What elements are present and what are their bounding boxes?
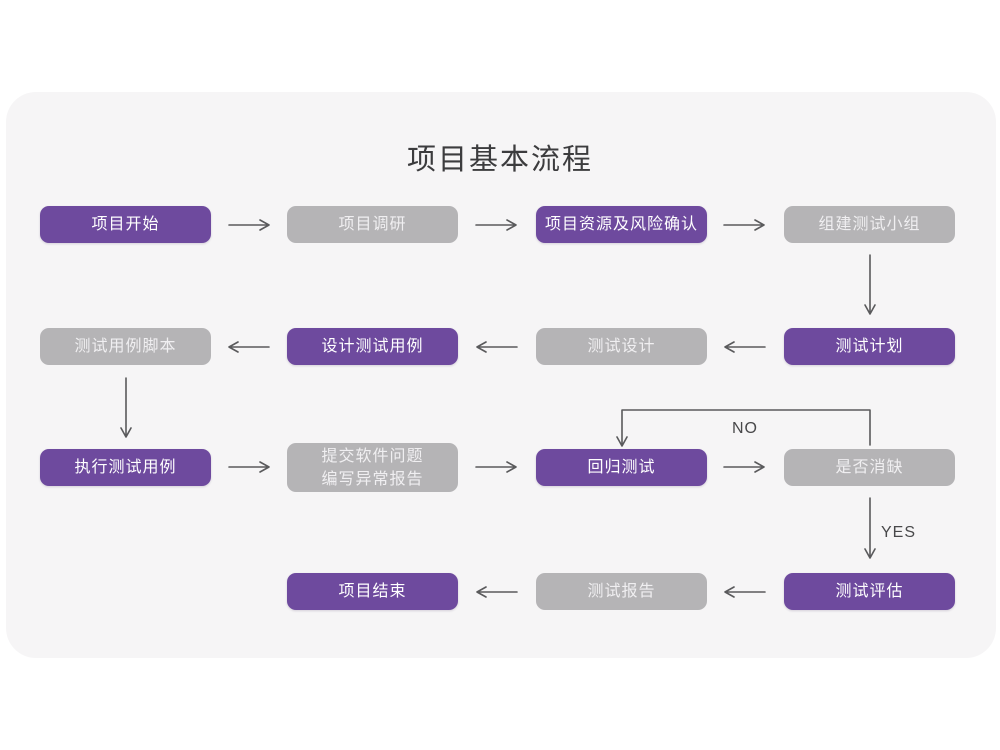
node-regression-test: 回归测试 xyxy=(536,449,707,486)
arrow-left-icon xyxy=(724,341,766,353)
arrow-right-icon xyxy=(475,219,517,231)
node-label-line2: 编写异常报告 xyxy=(321,470,424,488)
node-label: 是否消缺 xyxy=(835,458,904,476)
node-label: 项目调研 xyxy=(338,215,407,233)
no-loop-arrow xyxy=(616,409,871,447)
node-test-case-script: 测试用例脚本 xyxy=(40,328,211,365)
node-label: 项目结束 xyxy=(338,582,407,600)
node-label: 组建测试小组 xyxy=(818,215,921,233)
arrow-left-icon xyxy=(228,341,270,353)
node-label: 测试设计 xyxy=(587,337,656,355)
edge-label-no: NO xyxy=(732,420,758,437)
node-execute-test-cases: 执行测试用例 xyxy=(40,449,211,486)
node-test-evaluate: 测试评估 xyxy=(784,573,955,610)
yes-arrow-down-icon xyxy=(864,497,876,559)
arrow-left-icon xyxy=(724,586,766,598)
node-label: 测试计划 xyxy=(835,337,904,355)
arrow-right-icon xyxy=(475,461,517,473)
node-project-start: 项目开始 xyxy=(40,206,211,243)
arrow-down-icon xyxy=(864,254,876,315)
node-build-test-team: 组建测试小组 xyxy=(784,206,955,243)
node-test-report: 测试报告 xyxy=(536,573,707,610)
node-submit-issues: 提交软件问题 编写异常报告 xyxy=(287,443,458,492)
arrow-down-icon xyxy=(120,377,132,438)
node-design-test-cases: 设计测试用例 xyxy=(287,328,458,365)
edge-label-yes: YES xyxy=(881,524,916,541)
arrow-right-icon xyxy=(723,461,765,473)
node-defect-cleared: 是否消缺 xyxy=(784,449,955,486)
node-label: 设计测试用例 xyxy=(321,337,424,355)
arrow-right-icon xyxy=(228,461,270,473)
arrow-left-icon xyxy=(476,341,518,353)
node-project-research: 项目调研 xyxy=(287,206,458,243)
node-label-line1: 提交软件问题 xyxy=(321,447,424,465)
node-project-end: 项目结束 xyxy=(287,573,458,610)
node-label: 项目开始 xyxy=(91,215,160,233)
page-title: 项目基本流程 xyxy=(406,144,593,176)
node-label: 项目资源及风险确认 xyxy=(544,215,698,233)
node-test-plan: 测试计划 xyxy=(784,328,955,365)
arrow-left-icon xyxy=(476,586,518,598)
node-label: 测试用例脚本 xyxy=(74,337,177,355)
node-label: 执行测试用例 xyxy=(74,458,177,476)
arrow-right-icon xyxy=(228,219,270,231)
node-label: 测试报告 xyxy=(587,582,656,600)
arrow-right-icon xyxy=(723,219,765,231)
node-resource-risk-confirm: 项目资源及风险确认 xyxy=(536,206,707,243)
node-label: 回归测试 xyxy=(587,458,656,476)
node-test-design: 测试设计 xyxy=(536,328,707,365)
flowchart-card xyxy=(6,92,996,658)
node-label: 测试评估 xyxy=(835,582,904,600)
